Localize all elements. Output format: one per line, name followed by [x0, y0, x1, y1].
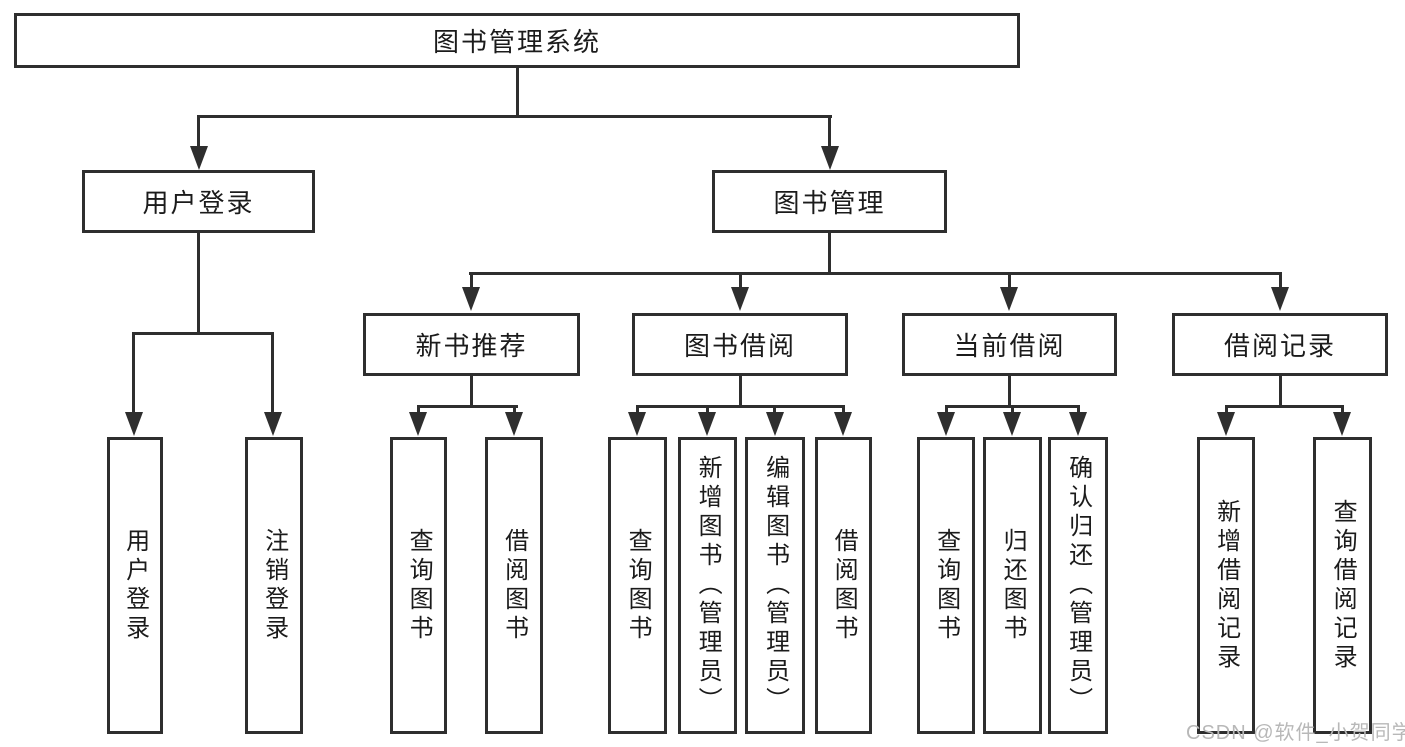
node-root: 图书管理系统 — [14, 13, 1020, 68]
node-book-borrow: 图书借阅 — [632, 313, 848, 376]
leaf-current-query-books-label: 查询图书 — [932, 527, 960, 644]
connector-current-c2-stem — [1011, 405, 1014, 415]
arrow-to-leaf-logout — [264, 412, 282, 436]
node-book-mgmt-label: 图书管理 — [773, 188, 886, 218]
arrow-to-recommend-borrow — [505, 412, 523, 436]
leaf-add-borrow-record-label: 新增借阅记录 — [1212, 498, 1240, 673]
arrow-to-query-record — [1333, 412, 1351, 436]
node-user-login-label: 用户登录 — [142, 188, 255, 218]
arrow-to-borrow-records — [1271, 287, 1289, 311]
leaf-current-query-books: 查询图书 — [917, 437, 975, 734]
leaf-recommend-borrow-books: 借阅图书 — [485, 437, 543, 734]
leaf-confirm-return-admin: 确认归还（管理员） — [1048, 437, 1108, 734]
node-book-borrow-label: 图书借阅 — [683, 331, 796, 361]
connector-user-stem — [197, 233, 200, 334]
connector-root-stem — [516, 68, 519, 118]
connector-user-c1-stem — [132, 332, 135, 412]
connector-current-stem — [1008, 376, 1011, 408]
connector-mgmt-bar — [469, 272, 1282, 275]
connector-root-bar — [197, 115, 832, 118]
connector-current-c1-stem — [945, 405, 948, 415]
node-user-login: 用户登录 — [82, 170, 315, 233]
leaf-logout: 注销登录 — [245, 437, 303, 734]
arrow-to-book-mgmt — [821, 146, 839, 170]
leaf-add-books-admin: 新增图书（管理员） — [678, 437, 737, 734]
connector-mgmt-stem — [828, 233, 831, 275]
arrow-to-recommend-query — [409, 412, 427, 436]
node-new-book-recommend: 新书推荐 — [363, 313, 580, 376]
leaf-query-borrow-record: 查询借阅记录 — [1313, 437, 1372, 734]
leaf-recommend-query-books-label: 查询图书 — [405, 527, 433, 644]
node-new-book-recommend-label: 新书推荐 — [415, 331, 528, 361]
leaf-edit-books-admin: 编辑图书（管理员） — [745, 437, 805, 734]
node-current-borrow-label: 当前借阅 — [953, 331, 1066, 361]
leaf-logout-label: 注销登录 — [260, 527, 288, 644]
connector-borrow-bar — [636, 405, 845, 408]
node-borrow-records: 借阅记录 — [1172, 313, 1388, 376]
connector-recommend-bar — [417, 405, 518, 408]
leaf-borrow-borrow-books-label: 借阅图书 — [830, 527, 858, 644]
leaf-user-login: 用户登录 — [107, 437, 163, 734]
connector-mgmt-s2-stem — [739, 272, 742, 288]
connector-records-stem — [1279, 376, 1282, 408]
connector-mgmt-s4-stem — [1279, 272, 1282, 288]
arrow-to-leaf-user-login — [125, 412, 143, 436]
connector-user-bar — [132, 332, 274, 335]
arrow-to-current-query — [937, 412, 955, 436]
node-book-mgmt: 图书管理 — [712, 170, 947, 233]
connector-borrow-c2-stem — [706, 405, 709, 415]
leaf-recommend-borrow-books-label: 借阅图书 — [500, 527, 528, 644]
arrow-to-confirm-return — [1069, 412, 1087, 436]
connector-mgmt-s1-stem — [470, 272, 473, 288]
arrow-to-new-book-recommend — [462, 287, 480, 311]
connector-borrow-c4-stem — [842, 405, 845, 415]
leaf-confirm-return-admin-label: 确认归还（管理员） — [1064, 455, 1092, 716]
arrow-to-book-borrow — [731, 287, 749, 311]
connector-borrow-c3-stem — [773, 405, 776, 415]
leaf-return-books: 归还图书 — [983, 437, 1042, 734]
connector-root-left-stem — [197, 115, 200, 147]
connector-borrow-c1-stem — [636, 405, 639, 415]
node-root-label: 图书管理系统 — [432, 27, 601, 57]
leaf-add-books-admin-label: 新增图书（管理员） — [694, 455, 722, 716]
connector-borrow-stem — [739, 376, 742, 408]
connector-recommend-c2-stem — [513, 405, 516, 415]
leaf-user-login-label: 用户登录 — [121, 527, 149, 644]
connector-records-c1-stem — [1225, 405, 1228, 415]
connector-root-right-stem — [828, 115, 831, 147]
leaf-borrow-query-books: 查询图书 — [608, 437, 667, 734]
connector-current-c3-stem — [1077, 405, 1080, 415]
leaf-query-borrow-record-label: 查询借阅记录 — [1329, 498, 1357, 673]
leaf-borrow-borrow-books: 借阅图书 — [815, 437, 872, 734]
connector-mgmt-s3-stem — [1008, 272, 1011, 288]
arrow-to-borrow-query — [628, 412, 646, 436]
arrow-to-edit-books — [766, 412, 784, 436]
arrow-to-add-books — [698, 412, 716, 436]
leaf-edit-books-admin-label: 编辑图书（管理员） — [761, 455, 789, 716]
arrow-to-borrow-books — [834, 412, 852, 436]
connector-recommend-c1-stem — [417, 405, 420, 415]
leaf-return-books-label: 归还图书 — [999, 527, 1027, 644]
leaf-add-borrow-record: 新增借阅记录 — [1197, 437, 1255, 734]
node-borrow-records-label: 借阅记录 — [1223, 331, 1336, 361]
arrow-to-current-borrow — [1000, 287, 1018, 311]
connector-user-c2-stem — [271, 332, 274, 412]
arrow-to-return-books — [1003, 412, 1021, 436]
connector-records-bar — [1225, 405, 1343, 408]
csdn-watermark: CSDN @软件_小贺同学 — [1186, 722, 1405, 744]
leaf-borrow-query-books-label: 查询图书 — [624, 527, 652, 644]
connector-records-c2-stem — [1341, 405, 1344, 415]
leaf-recommend-query-books: 查询图书 — [390, 437, 447, 734]
node-current-borrow: 当前借阅 — [902, 313, 1117, 376]
arrow-to-user-login — [190, 146, 208, 170]
arrow-to-add-record — [1217, 412, 1235, 436]
connector-recommend-stem — [470, 376, 473, 408]
